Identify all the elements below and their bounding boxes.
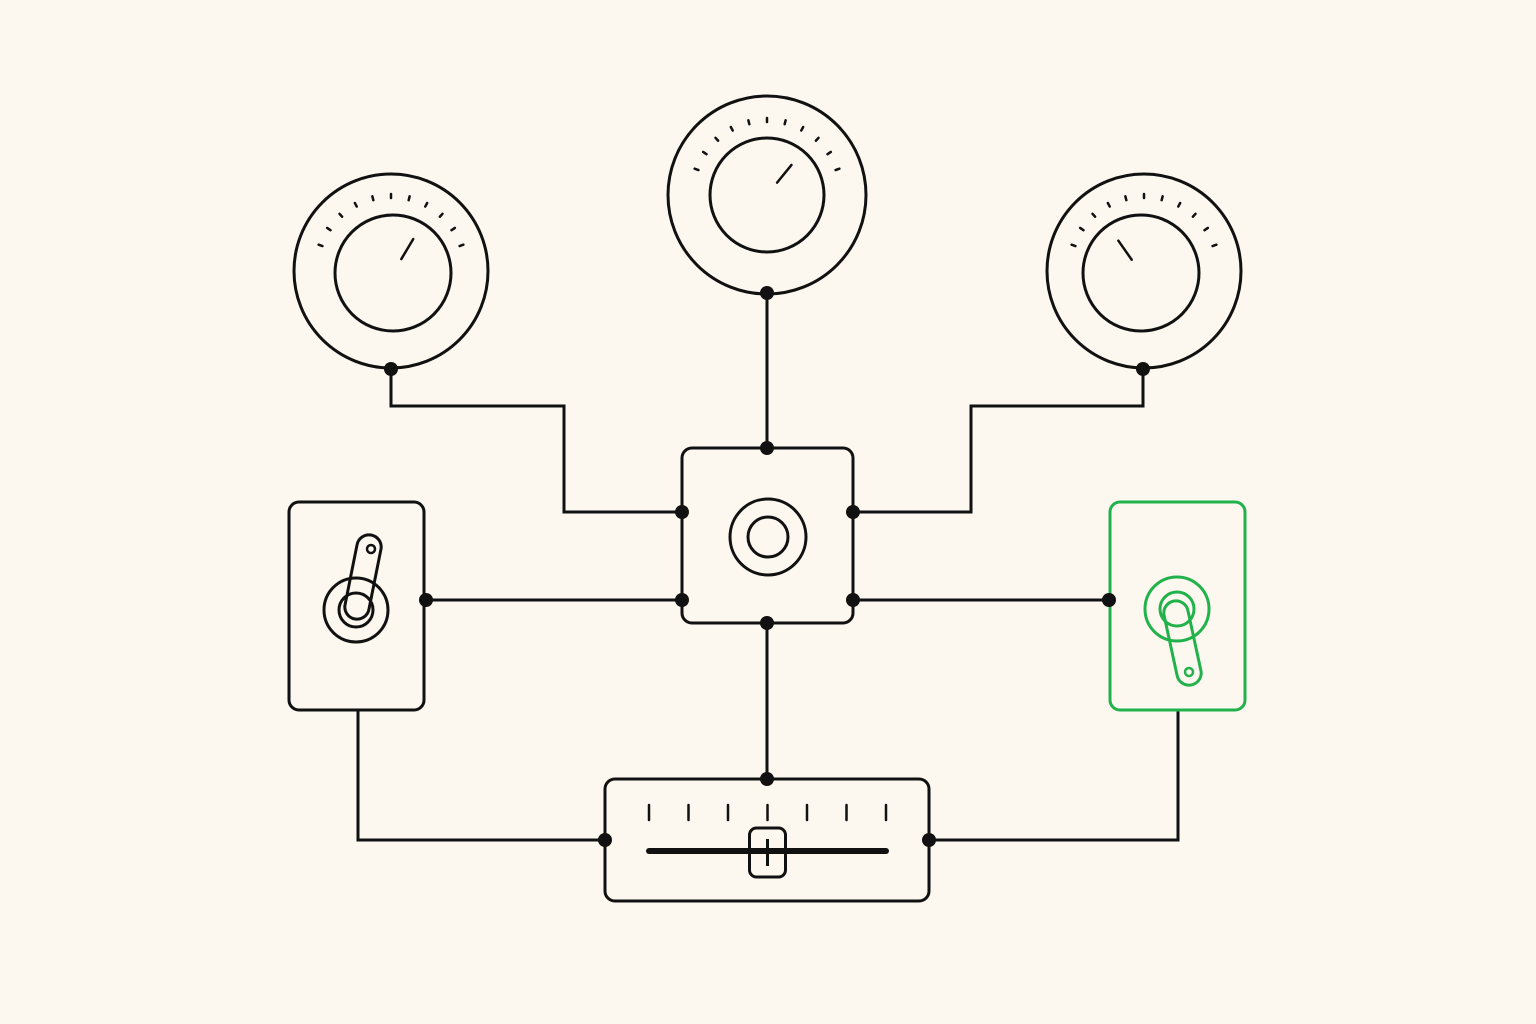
dial-scale-tick <box>371 195 375 202</box>
node-hub-left-upper <box>675 505 689 519</box>
toggle-right-base <box>1158 590 1196 628</box>
dial-scale-tick <box>783 119 787 126</box>
dial-left-knob[interactable] <box>333 213 453 333</box>
dial-center-outer-ring <box>666 94 868 296</box>
toggle-right-lever-tip <box>1183 666 1195 678</box>
dial-scale-tick <box>325 226 332 232</box>
dial-scale-tick <box>1177 201 1182 208</box>
node-toggle-left <box>419 593 433 607</box>
dial-right-outer-ring <box>1045 172 1243 370</box>
node-hub-left-lower <box>675 593 689 607</box>
node-dial-right <box>1136 362 1150 376</box>
node-slider-right <box>922 833 936 847</box>
toggle-left-base <box>337 591 375 629</box>
node-hub-bottom <box>760 616 774 630</box>
wire-dial-right-to-hub <box>853 369 1145 514</box>
dial-left[interactable] <box>292 172 490 370</box>
toggle-right-base-ring <box>1143 575 1211 643</box>
toggle-left[interactable] <box>287 500 426 712</box>
dial-scale-tick <box>814 136 820 143</box>
hub[interactable] <box>680 446 855 625</box>
dial-right-scale <box>1070 192 1218 248</box>
push-button-icon[interactable] <box>746 515 790 559</box>
dial-scale-tick <box>1124 195 1128 202</box>
dial-center-scale <box>693 116 841 172</box>
toggle-left-lever-icon[interactable] <box>343 533 383 621</box>
dial-left-scale <box>317 192 465 248</box>
node-dial-center <box>760 286 774 300</box>
dial-scale-tick <box>338 212 344 219</box>
dial-scale-tick <box>747 119 751 126</box>
dial-scale-tick <box>407 195 411 202</box>
dial-center-knob[interactable] <box>708 136 826 254</box>
push-button-ring[interactable] <box>728 497 808 577</box>
slider-thumb-icon[interactable] <box>748 826 787 879</box>
dial-scale-tick <box>438 212 444 219</box>
dial-left-pointer-icon <box>400 237 415 261</box>
dial-scale-tick <box>450 226 457 232</box>
node-hub-top <box>760 441 774 455</box>
slider-scale <box>647 803 888 822</box>
node-hub-right-lower <box>846 593 860 607</box>
toggle-left-lever-tip <box>365 543 377 555</box>
dial-scale-tick <box>1203 226 1210 232</box>
wires <box>356 293 1180 842</box>
dial-right-pointer-icon <box>1117 239 1133 261</box>
dial-scale-tick <box>693 167 700 172</box>
wire-dial-left-to-hub <box>389 369 682 514</box>
dial-scale-tick <box>826 150 833 156</box>
dial-right[interactable] <box>1045 172 1243 370</box>
dial-scale-tick <box>353 201 358 208</box>
node-hub-right-upper <box>846 505 860 519</box>
slider[interactable] <box>603 777 931 903</box>
toggle-right-lever-icon[interactable] <box>1162 599 1203 687</box>
dial-left-outer-ring <box>292 172 490 370</box>
dial-scale-tick <box>317 243 324 248</box>
dial-scale-tick <box>729 125 734 132</box>
dial-scale-tick <box>834 167 841 172</box>
wire-toggle-left-to-slider <box>356 710 605 842</box>
dial-scale-tick <box>1211 243 1218 248</box>
dial-right-knob[interactable] <box>1081 213 1201 333</box>
dial-scale-tick <box>1091 212 1097 219</box>
toggle-left-base-ring <box>322 576 390 644</box>
dial-scale-tick <box>1160 195 1164 202</box>
node-dial-left <box>384 362 398 376</box>
dial-scale-tick <box>424 201 429 208</box>
toggle-left-panel <box>287 500 426 712</box>
dial-scale-tick <box>1191 212 1197 219</box>
nodes <box>384 286 1150 847</box>
dial-center[interactable] <box>666 94 868 296</box>
node-toggle-right <box>1102 593 1116 607</box>
dial-scale-tick <box>800 125 805 132</box>
dial-center-pointer-icon <box>775 163 793 184</box>
dial-scale-tick <box>714 136 720 143</box>
dial-scale-tick <box>1106 201 1111 208</box>
node-slider-top <box>760 772 774 786</box>
dial-scale-tick <box>701 150 708 156</box>
dial-scale-tick <box>458 243 465 248</box>
dial-scale-tick <box>1078 226 1085 232</box>
node-slider-left <box>598 833 612 847</box>
wire-toggle-right-to-slider <box>929 710 1180 842</box>
hub-body <box>680 446 855 625</box>
dial-scale-tick <box>1070 243 1077 248</box>
toggle-right[interactable] <box>1108 500 1247 712</box>
